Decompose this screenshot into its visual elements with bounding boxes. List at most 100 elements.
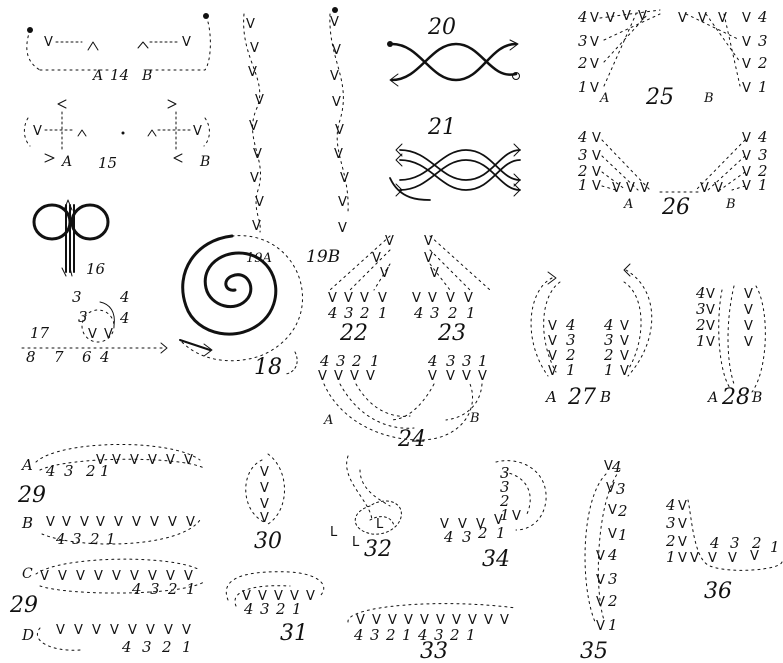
- svg-text:V: V: [484, 613, 493, 628]
- figure-32: L L L 32: [330, 456, 401, 562]
- figure-36: 4 3 2 1 V V V V V V V V 4 3 2 1 36: [665, 496, 782, 604]
- svg-text:3: 3: [430, 304, 440, 322]
- svg-text:V: V: [742, 179, 751, 194]
- svg-text:V: V: [334, 369, 343, 384]
- svg-text:4: 4: [119, 288, 130, 306]
- figure-17: 3 4 4 3 17 8 7 6 4 V V: [22, 288, 167, 366]
- fig24-number: 24: [397, 427, 426, 452]
- svg-text:V: V: [249, 119, 258, 134]
- fig27-label-a: A: [544, 388, 557, 406]
- svg-text:V: V: [76, 569, 85, 584]
- svg-text:1: 1: [566, 361, 576, 379]
- svg-text:V: V: [706, 319, 715, 334]
- figure-35: 4 3 2 1 V V V V V V V V 4 3 2 1 35: [580, 458, 628, 663]
- svg-text:4: 4: [413, 304, 424, 322]
- svg-text:1: 1: [578, 176, 588, 194]
- svg-text:1: 1: [770, 538, 780, 556]
- svg-text:V: V: [88, 327, 97, 342]
- svg-text:V: V: [706, 335, 715, 350]
- svg-text:V: V: [338, 195, 347, 210]
- svg-text:V: V: [96, 515, 105, 530]
- svg-text:V: V: [608, 527, 617, 542]
- svg-text:4: 4: [427, 352, 438, 370]
- fig19b-label: 19B: [306, 247, 340, 267]
- svg-text:2: 2: [85, 462, 96, 480]
- svg-text:4: 4: [757, 8, 768, 26]
- svg-text:1: 1: [106, 530, 116, 548]
- figure-27: V V V V 4 3 2 1 4 3 2 1 V V V V A 27 B: [531, 264, 652, 410]
- fig26-number: 26: [661, 195, 690, 220]
- svg-text:V: V: [112, 569, 121, 584]
- svg-text:3: 3: [72, 530, 82, 548]
- svg-text:V: V: [250, 41, 259, 56]
- svg-text:2: 2: [617, 502, 628, 520]
- svg-text:3: 3: [150, 580, 160, 598]
- fig26-label-b: B: [725, 197, 736, 212]
- svg-text:3: 3: [260, 600, 270, 618]
- svg-text:V: V: [334, 147, 343, 162]
- svg-text:V: V: [112, 453, 121, 468]
- svg-text:V: V: [592, 149, 601, 164]
- svg-text:V: V: [596, 595, 605, 610]
- svg-text:3: 3: [142, 638, 152, 656]
- svg-text:4: 4: [577, 128, 588, 146]
- svg-text:V: V: [62, 515, 71, 530]
- svg-text:1: 1: [666, 548, 676, 566]
- svg-text:V: V: [548, 334, 557, 349]
- fig25-label-a: A: [599, 91, 609, 106]
- figure-34: V V V V V 4 3 2 1 3 3 2 1 34: [440, 461, 546, 572]
- svg-text:V: V: [340, 171, 349, 186]
- svg-text:V: V: [744, 335, 753, 350]
- svg-text:V: V: [132, 515, 141, 530]
- svg-text:V: V: [478, 369, 487, 384]
- svg-text:V: V: [318, 369, 327, 384]
- svg-text:1: 1: [182, 638, 192, 656]
- figure-14: V V A 14 B: [27, 13, 211, 84]
- svg-text:V: V: [332, 95, 341, 110]
- svg-text:V: V: [56, 623, 65, 638]
- svg-text:V: V: [590, 81, 599, 96]
- svg-text:V: V: [620, 334, 629, 349]
- svg-text:V: V: [744, 287, 753, 302]
- svg-text:V: V: [612, 181, 621, 196]
- fig30-number: 30: [254, 529, 282, 554]
- svg-text:2: 2: [161, 638, 172, 656]
- svg-text:V: V: [168, 515, 177, 530]
- svg-text:1: 1: [466, 304, 476, 322]
- svg-text:2: 2: [167, 580, 178, 598]
- svg-text:1: 1: [402, 626, 412, 644]
- svg-text:V: V: [260, 511, 269, 526]
- svg-text:V: V: [380, 266, 389, 281]
- svg-text:V: V: [708, 551, 717, 566]
- svg-text:V: V: [500, 613, 509, 628]
- svg-text:V: V: [548, 319, 557, 334]
- svg-text:3: 3: [758, 32, 768, 50]
- svg-text:3: 3: [336, 352, 346, 370]
- svg-text:2: 2: [447, 304, 458, 322]
- fig29-number-top: 29: [17, 483, 46, 508]
- svg-text:V: V: [596, 619, 605, 634]
- svg-text:V: V: [548, 364, 557, 379]
- svg-text:2: 2: [275, 600, 286, 618]
- svg-text:1: 1: [604, 361, 614, 379]
- svg-text:1: 1: [100, 462, 110, 480]
- svg-text:1: 1: [608, 616, 618, 634]
- fig29-label-d: D: [21, 626, 34, 644]
- figure-21: 21: [390, 115, 520, 200]
- svg-text:V: V: [338, 221, 347, 236]
- svg-text:V: V: [604, 459, 613, 474]
- svg-text:V: V: [744, 319, 753, 334]
- fig35-number: 35: [580, 639, 608, 663]
- fig19a-label: 19A: [246, 251, 272, 266]
- figure-18: 18: [180, 236, 303, 380]
- svg-text:V: V: [44, 35, 53, 50]
- svg-text:1: 1: [758, 176, 768, 194]
- svg-text:3: 3: [616, 480, 626, 498]
- fig15-number: 15: [98, 154, 117, 172]
- svg-text:V: V: [80, 515, 89, 530]
- fig21-number: 21: [427, 115, 456, 140]
- svg-text:V: V: [46, 515, 55, 530]
- svg-text:V: V: [33, 124, 42, 139]
